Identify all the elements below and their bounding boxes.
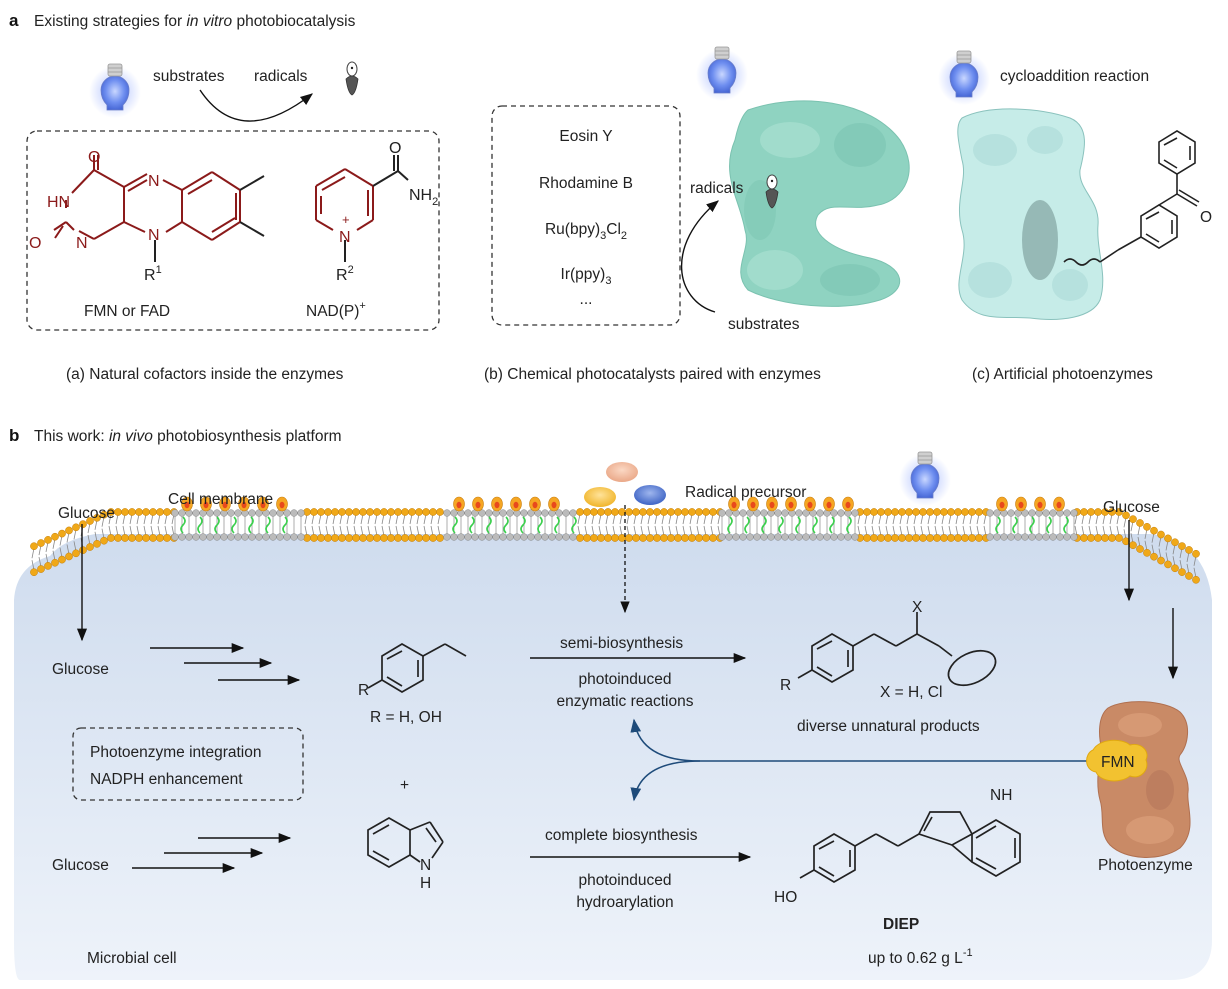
integration-line-2: NADPH enhancement — [90, 771, 243, 788]
nad-nh2: NH2 — [409, 187, 438, 208]
artificial-photoenzyme-surface — [957, 108, 1104, 320]
unnatural-product-structure — [797, 612, 997, 687]
glucose-top-left: Glucose — [58, 505, 115, 522]
catalyst-3: Ru(bpy)3Cl2 — [545, 221, 627, 242]
carbonyl-o: O — [1200, 209, 1212, 226]
flavin-hn: HN — [47, 194, 70, 211]
panel-a: a Existing strategies for in vitro photo… — [9, 11, 1212, 383]
indole-structure — [367, 817, 444, 868]
indole-n: N — [420, 857, 431, 874]
panel-b-title: This work: in vivo photobiosynthesis pla… — [34, 428, 342, 445]
glucose-row2: Glucose — [52, 857, 109, 874]
enzymatic-reactions-label: enzymatic reactions — [557, 693, 694, 710]
diep-ho: HO — [774, 889, 797, 906]
flavin-n-upper: N — [148, 173, 160, 190]
cell-membrane-label: Cell membrane — [168, 491, 273, 508]
substrates-label-a: substrates — [153, 68, 225, 85]
photocatalyst-box — [491, 105, 681, 326]
catalyst-more: ... — [580, 291, 593, 308]
flavin-n-lower: N — [76, 235, 88, 252]
complete-biosynthesis-label: complete biosynthesis — [545, 827, 698, 844]
glucose-top-right: Glucose — [1103, 499, 1160, 516]
diep-nh: NH — [990, 787, 1012, 804]
radical-precursor-icon — [606, 462, 638, 482]
integration-box — [72, 727, 304, 801]
substrates-to-radicals-arrow-b — [680, 200, 719, 313]
caption-b: (b) Chemical photocatalysts paired with … — [484, 366, 821, 383]
enzyme-to-complete-arrow — [630, 760, 701, 802]
photoinduced-label-1: photoinduced — [578, 671, 671, 688]
nad-plus: + — [342, 212, 350, 227]
diep-name: DIEP — [883, 916, 919, 933]
panel-b-letter: b — [9, 426, 19, 445]
caption-a: (a) Natural cofactors inside the enzymes — [66, 366, 344, 383]
diverse-products-label: diverse unnatural products — [797, 718, 980, 735]
photoenzyme-label: Photoenzyme — [1098, 857, 1193, 874]
fmn-fad-label: FMN or FAD — [84, 303, 170, 320]
indole-h: H — [420, 875, 431, 892]
plus-sign: + — [400, 777, 409, 794]
integration-line-1: Photoenzyme integration — [90, 744, 261, 761]
radical-precursor-icon — [584, 487, 616, 507]
diep-structure — [799, 811, 1021, 883]
product-x-def: X = H, Cl — [880, 684, 942, 701]
panel-a-title: Existing strategies for in vitro photobi… — [34, 13, 356, 30]
radical-precursor-label: Radical precursor — [685, 484, 806, 501]
light-bulb-icon — [898, 451, 952, 507]
photoenzyme-surface — [1097, 701, 1191, 858]
nadp-label: NAD(P)+ — [306, 300, 366, 320]
catalyst-4: Ir(ppy)3 — [561, 266, 612, 287]
flavin-methyls — [154, 175, 265, 262]
flavin-r1: R1 — [144, 264, 162, 284]
radicals-label-a: radicals — [254, 68, 308, 85]
cell-membrane — [30, 496, 1200, 584]
substrates-label-b: substrates — [728, 316, 800, 333]
cofactor-box — [26, 130, 440, 331]
flavin-o-bottom: O — [29, 235, 41, 252]
catalyst-1: Eosin Y — [559, 128, 612, 145]
benzophenone-structure — [1063, 130, 1200, 266]
radical-precursor-icon — [634, 485, 666, 505]
panel-b: b This work: in vivo photobiosynthesis p… — [9, 426, 1212, 980]
light-bulb-icon — [695, 46, 749, 102]
hydroarylation-label: hydroarylation — [576, 894, 673, 911]
microbial-cell-body — [14, 534, 1212, 980]
microbial-cell-label: Microbial cell — [87, 950, 177, 967]
panel-a-letter: a — [9, 11, 19, 30]
yield-label: up to 0.62 g L-1 — [868, 947, 973, 967]
semi-biosynthesis-label: semi-biosynthesis — [560, 635, 683, 652]
styrene-r: R — [358, 682, 369, 699]
fmn-label: FMN — [1101, 754, 1135, 771]
radicals-label-b: radicals — [690, 180, 744, 197]
catalyst-2: Rhodamine B — [539, 175, 633, 192]
flavin-structure — [53, 155, 241, 241]
glucose-row1: Glucose — [52, 661, 109, 678]
nad-n: N — [339, 229, 351, 246]
substrates-to-radicals-arrow — [199, 89, 313, 122]
photoinduced-label-2: photoinduced — [578, 872, 671, 889]
nad-structure — [315, 155, 409, 262]
product-r: R — [780, 677, 791, 694]
flavin-o-top: O — [88, 149, 100, 166]
light-bulb-icon — [88, 63, 142, 119]
flavin-n-ten: N — [148, 227, 160, 244]
styrene-r-def: R = H, OH — [370, 709, 442, 726]
radical-orbital-icon — [345, 61, 359, 96]
nad-o: O — [389, 140, 401, 157]
fmn-cofactor-icon — [1086, 739, 1148, 782]
light-bulb-icon — [937, 50, 991, 106]
nad-r2: R2 — [336, 264, 354, 284]
styrene-structure — [367, 643, 467, 693]
product-x: X — [912, 599, 923, 616]
cycloaddition-label: cycloaddition reaction — [1000, 68, 1149, 85]
caption-c: (c) Artificial photoenzymes — [972, 366, 1153, 383]
protein-surface — [729, 100, 910, 307]
